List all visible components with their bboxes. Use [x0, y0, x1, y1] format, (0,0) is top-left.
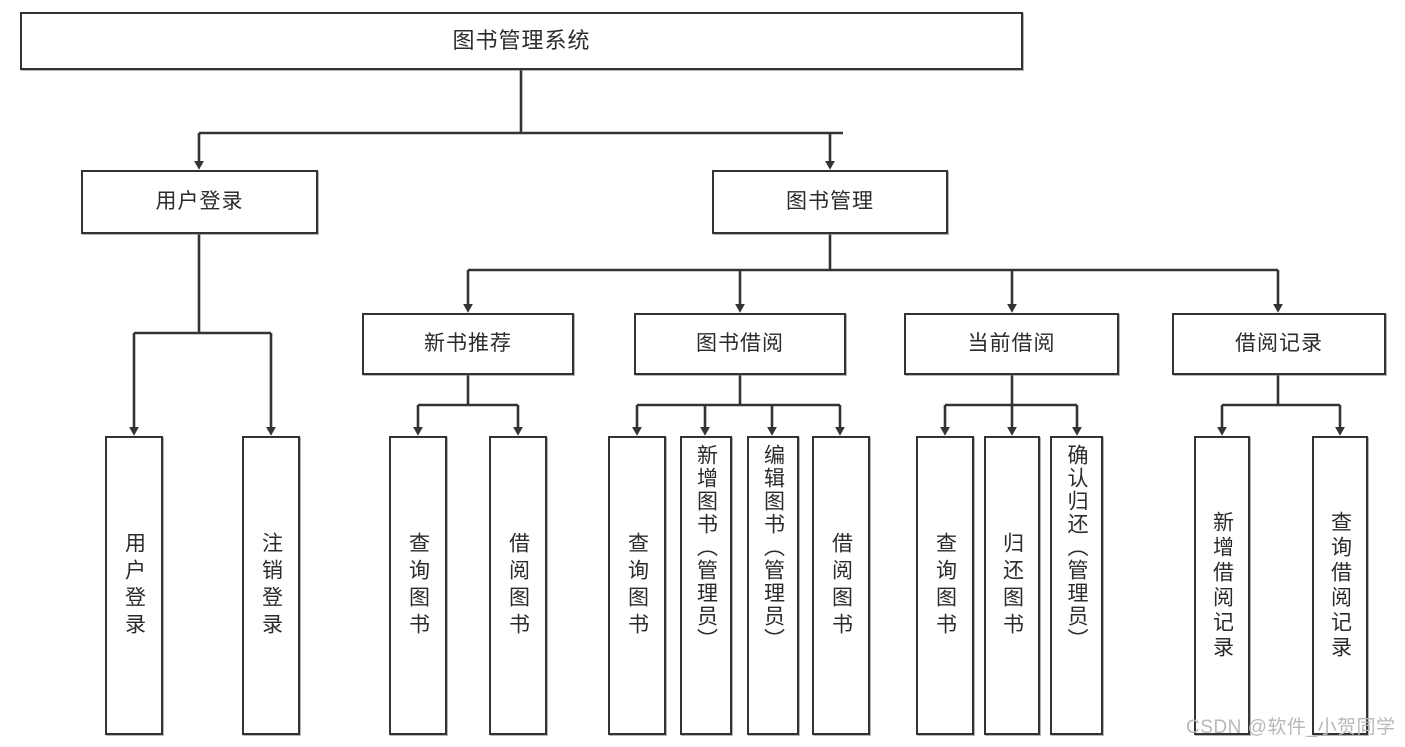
- leaf-borrow-record-add[interactable]: 新增借阅记录: [1194, 436, 1250, 735]
- leaf-current-borrow-return[interactable]: 归还图书: [984, 436, 1040, 735]
- leaf-book-borrow-add[interactable]: 新增图书（管理员）: [680, 436, 732, 735]
- csdn-watermark: CSDN @软件_小贺同学: [1186, 717, 1396, 738]
- leaf-current-borrow-confirm-return[interactable]: 确认归还（管理员）: [1050, 436, 1103, 735]
- node-user-login[interactable]: 用户登录: [81, 170, 318, 234]
- node-new-book-recommend[interactable]: 新书推荐: [362, 313, 574, 375]
- leaf-user-login-login[interactable]: 用户登录: [105, 436, 163, 735]
- node-current-borrow[interactable]: 当前借阅: [904, 313, 1119, 375]
- leaf-book-borrow-edit[interactable]: 编辑图书（管理员）: [747, 436, 799, 735]
- leaf-borrow-record-query[interactable]: 查询借阅记录: [1312, 436, 1368, 735]
- leaf-user-login-logout[interactable]: 注销登录: [242, 436, 300, 735]
- leaf-book-borrow-borrow[interactable]: 借阅图书: [812, 436, 870, 735]
- leaf-current-borrow-query[interactable]: 查询图书: [916, 436, 974, 735]
- node-book-borrow[interactable]: 图书借阅: [634, 313, 846, 375]
- leaf-book-borrow-query[interactable]: 查询图书: [608, 436, 666, 735]
- leaf-new-book-query[interactable]: 查询图书: [389, 436, 447, 735]
- node-book-manage[interactable]: 图书管理: [712, 170, 948, 234]
- leaf-new-book-borrow[interactable]: 借阅图书: [489, 436, 547, 735]
- node-borrow-record[interactable]: 借阅记录: [1172, 313, 1386, 375]
- node-root-system[interactable]: 图书管理系统: [20, 12, 1023, 70]
